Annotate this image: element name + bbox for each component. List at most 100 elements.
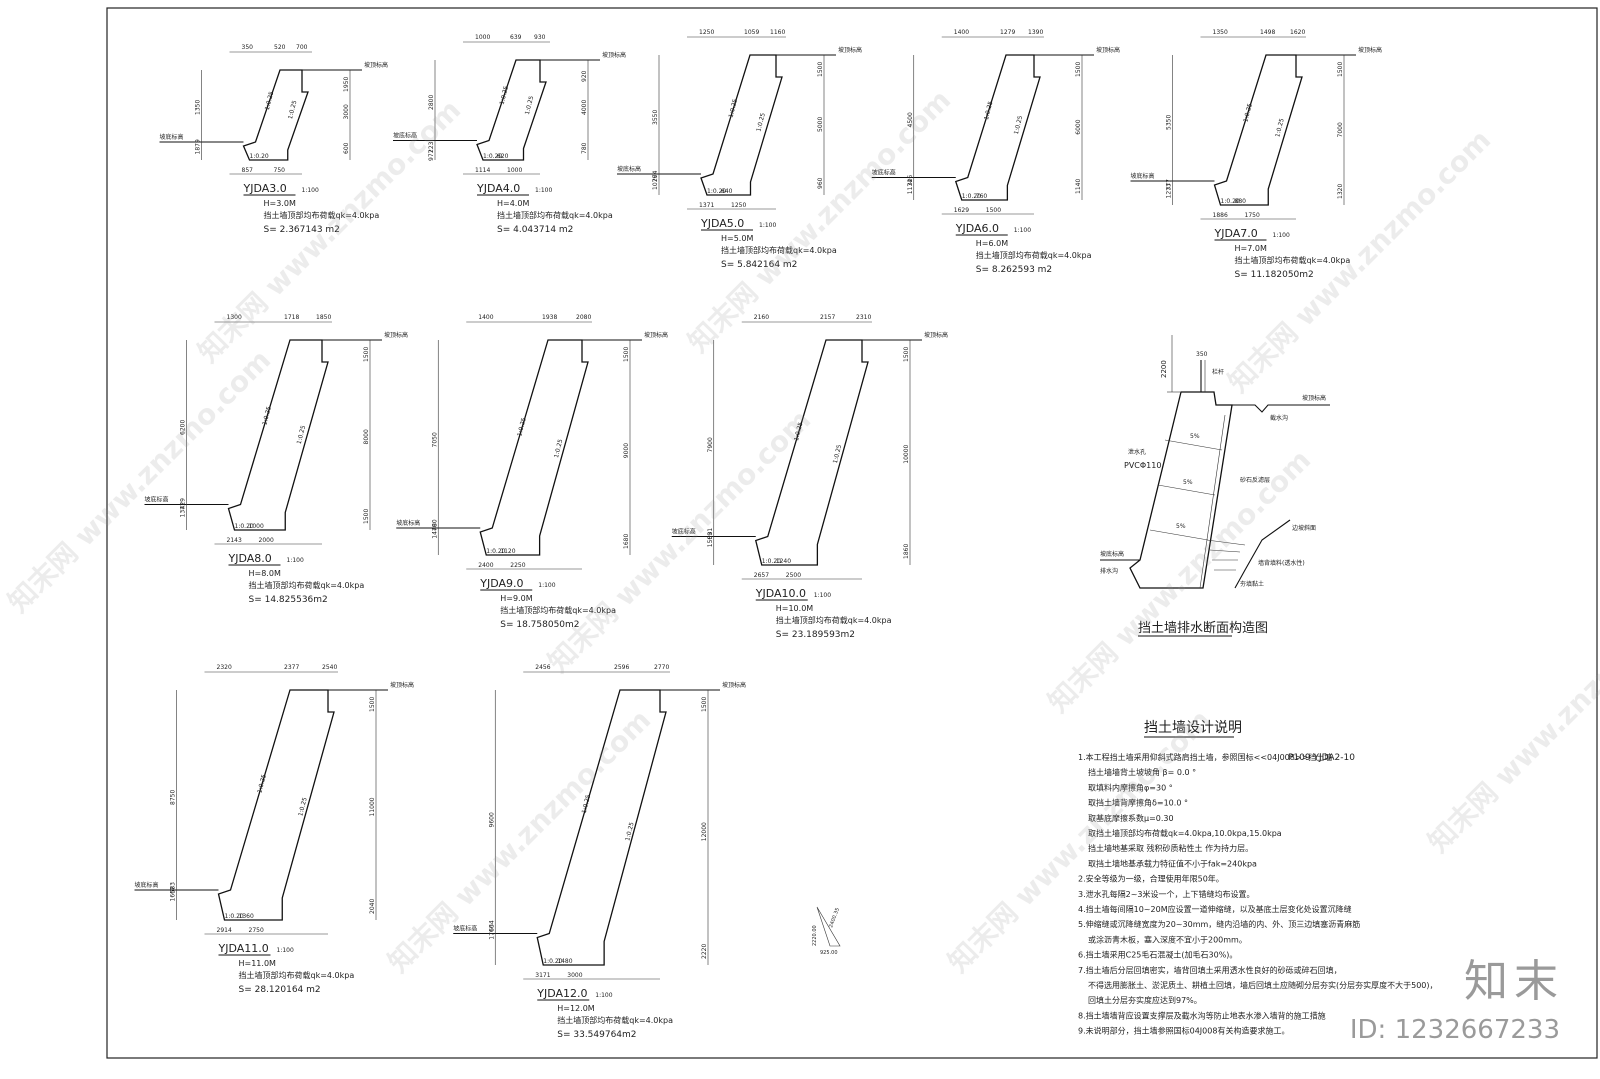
- wall-ground-left-label: 坡底标高: [160, 133, 184, 141]
- slope-label-front: 1:0.25: [793, 421, 804, 441]
- dim-left-1: 7050: [431, 432, 438, 447]
- slope-label-back: 1:0.25: [1013, 115, 1024, 135]
- wall-ground-top-label: 坡顶标高: [384, 331, 408, 339]
- notes-line: 3.泄水孔每隔2~3米设一个，上下错缝均布设置。: [1078, 889, 1255, 899]
- dim-top-2: 1938: [542, 314, 557, 321]
- wall-ground-left-label: 坡底标高: [135, 881, 159, 889]
- drain-label-rail: 栏杆: [1212, 368, 1224, 376]
- notes-line: 取挡土墙背摩擦角δ=10.0 °: [1088, 798, 1188, 808]
- drain-label-slope: 边坡斜面: [1292, 524, 1316, 532]
- dim-bottom-2: 1750: [1245, 212, 1260, 219]
- dim-bottom-2: 2000: [259, 537, 274, 544]
- wall-load: 挡土墙顶部均布荷载qk=4.0kpa: [239, 970, 355, 980]
- notes-title: 挡土墙设计说明: [1144, 720, 1242, 736]
- dim-left-2: 1879: [195, 139, 202, 154]
- wall-outline: [227, 339, 329, 531]
- wall-id: YJDA11.0: [218, 942, 269, 955]
- wall-outline: [479, 339, 589, 556]
- wall-ground-top-label: 坡顶标高: [644, 331, 668, 339]
- dim-bottom-2: 2750: [249, 927, 264, 934]
- dim-left-3: 1766: [488, 924, 495, 939]
- dim-left-1: 4500: [907, 112, 914, 127]
- dim-left-1: 2800: [428, 95, 435, 110]
- wall-ground-top-label: 坡顶标高: [838, 46, 862, 54]
- dim-left-1: 3550: [652, 110, 659, 125]
- dim-bottom-1: 1886: [1213, 212, 1228, 219]
- dim-left-3: 1470: [431, 523, 438, 538]
- slope-label-base: 1:0.20: [250, 153, 269, 160]
- dim-top-3: 1390: [1028, 29, 1043, 36]
- dim-left-2: 223: [428, 141, 435, 153]
- wall-area: S= 8.262593 m2: [976, 265, 1052, 275]
- slope-label-back: 1:0.25: [755, 112, 766, 132]
- drain-label-fill: 墙背填料(透水性): [1258, 559, 1305, 567]
- wall-ground-top-label: 坡顶标高: [1096, 46, 1120, 54]
- dim-bottom-2: 750: [274, 167, 286, 174]
- dim-right-3: 600: [343, 142, 350, 154]
- wall-outline: [700, 54, 783, 196]
- wall-scale: 1:100: [538, 582, 555, 589]
- dim-top-3: 1620: [1290, 29, 1305, 36]
- wall-id: YJDA12.0: [536, 987, 587, 1000]
- dim-top-2: 520: [274, 44, 286, 51]
- drain-label-pipe-spec: PVCΦ110: [1124, 461, 1161, 470]
- drain-slope-pct-3: 5%: [1176, 523, 1186, 530]
- slope-label-front: 1:0.25: [728, 98, 739, 118]
- wall-scale: 1:100: [277, 947, 294, 954]
- dim-left-3: 1273: [1166, 183, 1173, 198]
- dim-left-2: 583: [170, 882, 177, 894]
- slope-label-back: 1:0.25: [1274, 117, 1285, 137]
- notes-line: 或涂沥青木板，塞入深度不宜小于200mm。: [1088, 934, 1247, 944]
- wall-area: S= 33.549764m2: [557, 1030, 636, 1040]
- slope-label-base: 1:0.20: [762, 558, 781, 565]
- dim-top-1: 1350: [1213, 29, 1228, 36]
- dim-left-2: 634: [488, 920, 495, 932]
- notes-line: 2.安全等级为一级，合理使用年限50年。: [1078, 874, 1224, 884]
- wall-height: H=8.0M: [249, 569, 281, 578]
- dim-right-1: 1500: [1337, 62, 1344, 77]
- dim-right-1: 1500: [701, 697, 708, 712]
- dim-bottom-1: 2143: [227, 537, 242, 544]
- drain-label-ditch-top: 截水沟: [1270, 414, 1288, 422]
- dim-top-3: 1160: [770, 29, 785, 36]
- dim-top-3: 700: [296, 44, 308, 51]
- dim-bottom-1: 1114: [475, 167, 490, 174]
- dim-left-2: 480: [431, 519, 438, 531]
- dim-left-3: 1371: [180, 502, 187, 517]
- wall-area: S= 18.758050m2: [500, 620, 579, 630]
- dim-top-1: 1250: [699, 29, 714, 36]
- dim-right-1: 1950: [343, 77, 350, 92]
- slope-label-back: 1:0.25: [524, 95, 535, 115]
- drain-label-ditch-bottom: 排水沟: [1100, 567, 1118, 575]
- slope-label-base: 1:0.20: [225, 913, 244, 920]
- dim-bottom-2: 3000: [567, 972, 582, 979]
- dim-bottom-3: 1120: [500, 548, 515, 555]
- dim-top-3: 930: [534, 34, 546, 41]
- dim-right-3: 1680: [623, 534, 630, 549]
- wall-ground-left-label: 坡底标高: [453, 925, 477, 933]
- dim-left-2: 326: [907, 175, 914, 187]
- wall-load: 挡土墙顶部均布荷载qk=4.0kpa: [497, 210, 613, 220]
- dim-left-3: 1076: [652, 175, 659, 190]
- dim-left-1: 9600: [488, 812, 495, 827]
- dim-top-2: 1718: [284, 314, 299, 321]
- slope-label-back: 1:0.25: [296, 424, 307, 444]
- notes-line: 取基底摩擦系数μ=0.30: [1088, 813, 1174, 823]
- dim-right-2: 8000: [363, 429, 370, 444]
- dim-right-3: 960: [817, 177, 824, 189]
- dim-bottom-3: 640: [721, 188, 733, 195]
- dim-top-1: 350: [242, 44, 254, 51]
- wall-height: H=9.0M: [500, 594, 532, 603]
- dim-bottom-3: 1240: [776, 558, 791, 565]
- brand-id: ID: 1232667233: [1349, 1015, 1560, 1045]
- notes-lines: 1.本工程挡土墙采用仰斜式路肩挡土墙，参照国标<<04J008>>挡土墙挡土墙墙…: [1078, 752, 1438, 1036]
- dim-right-1: 1500: [817, 62, 824, 77]
- slope-label-base: 1:0.20: [1221, 198, 1240, 205]
- dim-bottom-3: 760: [976, 193, 988, 200]
- notes-line: 7.挡土墙后分层回填密实，墙背回填土采用透水性良好的砂砾或碎石回填，: [1078, 965, 1342, 975]
